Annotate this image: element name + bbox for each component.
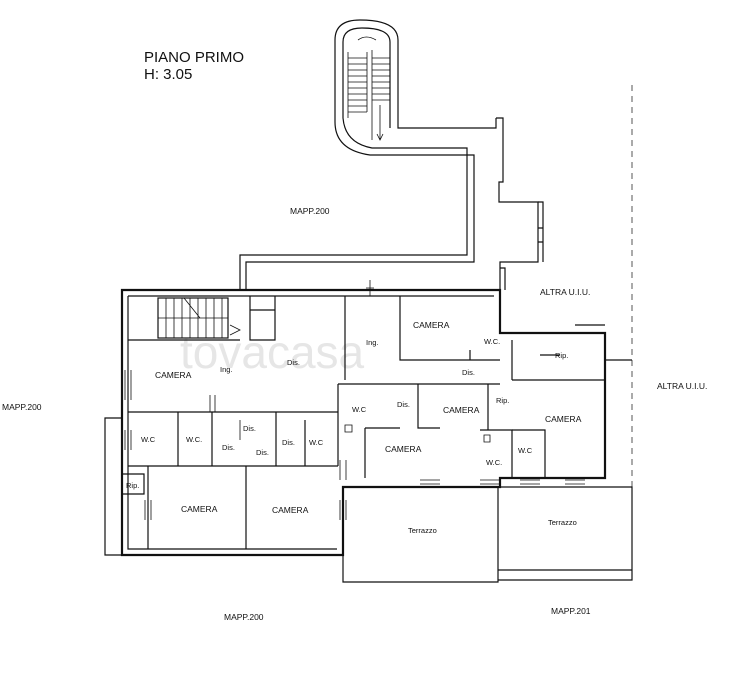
room-rip-2: Rip. <box>555 351 568 360</box>
room-ing-1: Ing. <box>220 365 233 374</box>
room-wc-2: W.C. <box>186 435 202 444</box>
mapp-200-left-label: MAPP.200 <box>2 402 42 412</box>
interior-staircase <box>157 297 241 339</box>
room-ing-2: Ing. <box>366 338 379 347</box>
altra-uiu-label-1: ALTRA U.I.U. <box>540 287 590 297</box>
room-wc-7: W.C. <box>486 458 502 467</box>
room-rip-3: Rip. <box>496 396 509 405</box>
room-camera-e: CAMERA <box>545 414 582 424</box>
room-camera-sw2: CAMERA <box>272 505 309 515</box>
mapp-200-bottom-label: MAPP.200 <box>224 612 264 622</box>
room-dis-4: Dis. <box>282 438 295 447</box>
altra-uiu-label-2: ALTRA U.I.U. <box>657 381 707 391</box>
terraces <box>342 486 633 583</box>
room-dis-6: Dis. <box>397 400 410 409</box>
room-wc-1: W.C <box>141 435 156 444</box>
room-camera-n: CAMERA <box>413 320 450 330</box>
apartment-outer-walls <box>120 288 607 557</box>
room-dis-1: Dis. <box>287 358 300 367</box>
watermark: tovacasa <box>180 326 365 378</box>
room-dis-2: Dis. <box>243 424 256 433</box>
room-wc-6: W.C <box>518 446 533 455</box>
room-dis-5: Dis. <box>256 448 269 457</box>
room-camera-mid: CAMERA <box>443 405 480 415</box>
mapp-200-top-label: MAPP.200 <box>290 206 330 216</box>
floor-level-label: PIANO PRIMO <box>144 49 245 66</box>
terrace-label-1: Terrazzo <box>408 526 437 535</box>
room-wc-5: W.C. <box>484 337 500 346</box>
room-dis-3: Dis. <box>222 443 235 452</box>
room-camera-sw1: CAMERA <box>181 504 218 514</box>
room-wc-3: W.C <box>309 438 324 447</box>
interior-walls <box>104 296 605 556</box>
floor-plan-title: PIANO PRIMO H: 3.05 <box>144 49 244 83</box>
room-dis-7: Dis. <box>462 368 475 377</box>
spiral-staircase <box>239 19 497 290</box>
room-camera-s: CAMERA <box>385 444 422 454</box>
ceiling-height-label: H: 3.05 <box>144 66 193 83</box>
room-rip-1: Rip. <box>126 481 139 490</box>
room-wc-4: W.C <box>352 405 367 414</box>
openings <box>124 280 585 520</box>
terrace-label-2: Terrazzo <box>548 518 577 527</box>
room-camera-nw: CAMERA <box>155 370 192 380</box>
mapp-201-label: MAPP.201 <box>551 606 591 616</box>
